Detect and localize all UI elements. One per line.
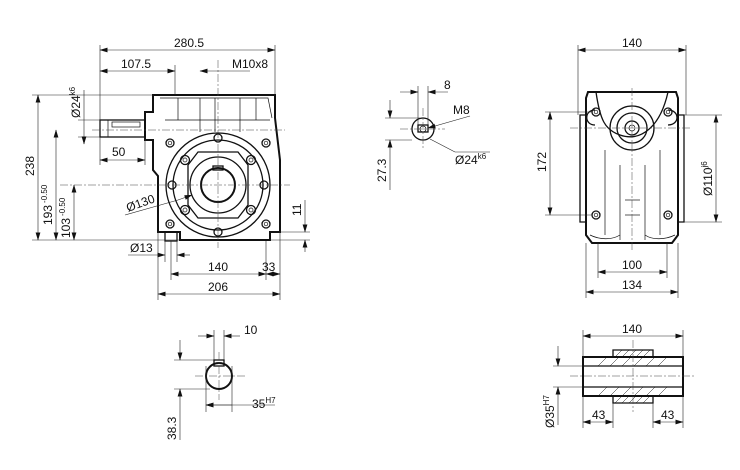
dim-bore-dia: 35H7 [252,396,276,411]
section-hatching [597,349,668,404]
dim-shaft-dia: Ø24k6 [68,86,83,118]
dim-height-axis: 193-0.50 [40,184,55,225]
dim-base-width: 206 [208,280,228,294]
dim-mount-spacing: 140 [208,260,228,274]
dim-hole-dia: Ø13 [130,241,153,255]
dim-side-height: 172 [535,152,549,172]
dim-side-base: 134 [622,278,642,292]
dim-overall-length: 280.5 [174,36,204,50]
shaft-key-detail: 8 M8 27.3 Ø24k6 [375,78,490,190]
dim-hollow-left: 43 [592,408,606,422]
dim-bore-key-width: 10 [244,323,258,337]
dim-height-total: 238 [23,156,37,176]
hollow-shaft-dimensions: 140 Ø35H7 43 43 [542,322,684,428]
dim-height-worm: 103-0.50 [58,197,73,238]
dim-key-shaft-dia: Ø24k6 [455,152,487,167]
dim-key-thread: M8 [453,103,470,117]
dim-key-width: 8 [444,78,451,92]
dim-shaft-offset: 107.5 [121,57,151,71]
dim-pilot-dia: Ø110j6 [700,161,715,196]
dim-shaft-length: 50 [112,145,126,159]
dim-side-width: 140 [622,36,642,50]
dim-thread: M10x8 [232,57,268,71]
dim-base-offset: 33 [262,260,276,274]
bore-detail: 10 35H7 38.3 [165,323,276,440]
dim-hollow-right: 43 [661,408,675,422]
front-view [60,60,290,248]
side-view [570,88,690,250]
side-view-dimensions: 140 172 Ø110j6 100 134 [535,36,722,298]
dim-flange-dia: Ø130 [124,192,157,215]
dim-hollow-length: 140 [622,322,642,336]
dim-hollow-dia: Ø35H7 [542,395,557,428]
dim-bore-key-height: 38.3 [165,416,179,440]
dim-base-thickness: 11 [290,203,304,216]
dim-side-spacing: 100 [622,258,642,272]
hollow-shaft-section [570,340,695,412]
dim-key-height: 27.3 [375,158,389,182]
